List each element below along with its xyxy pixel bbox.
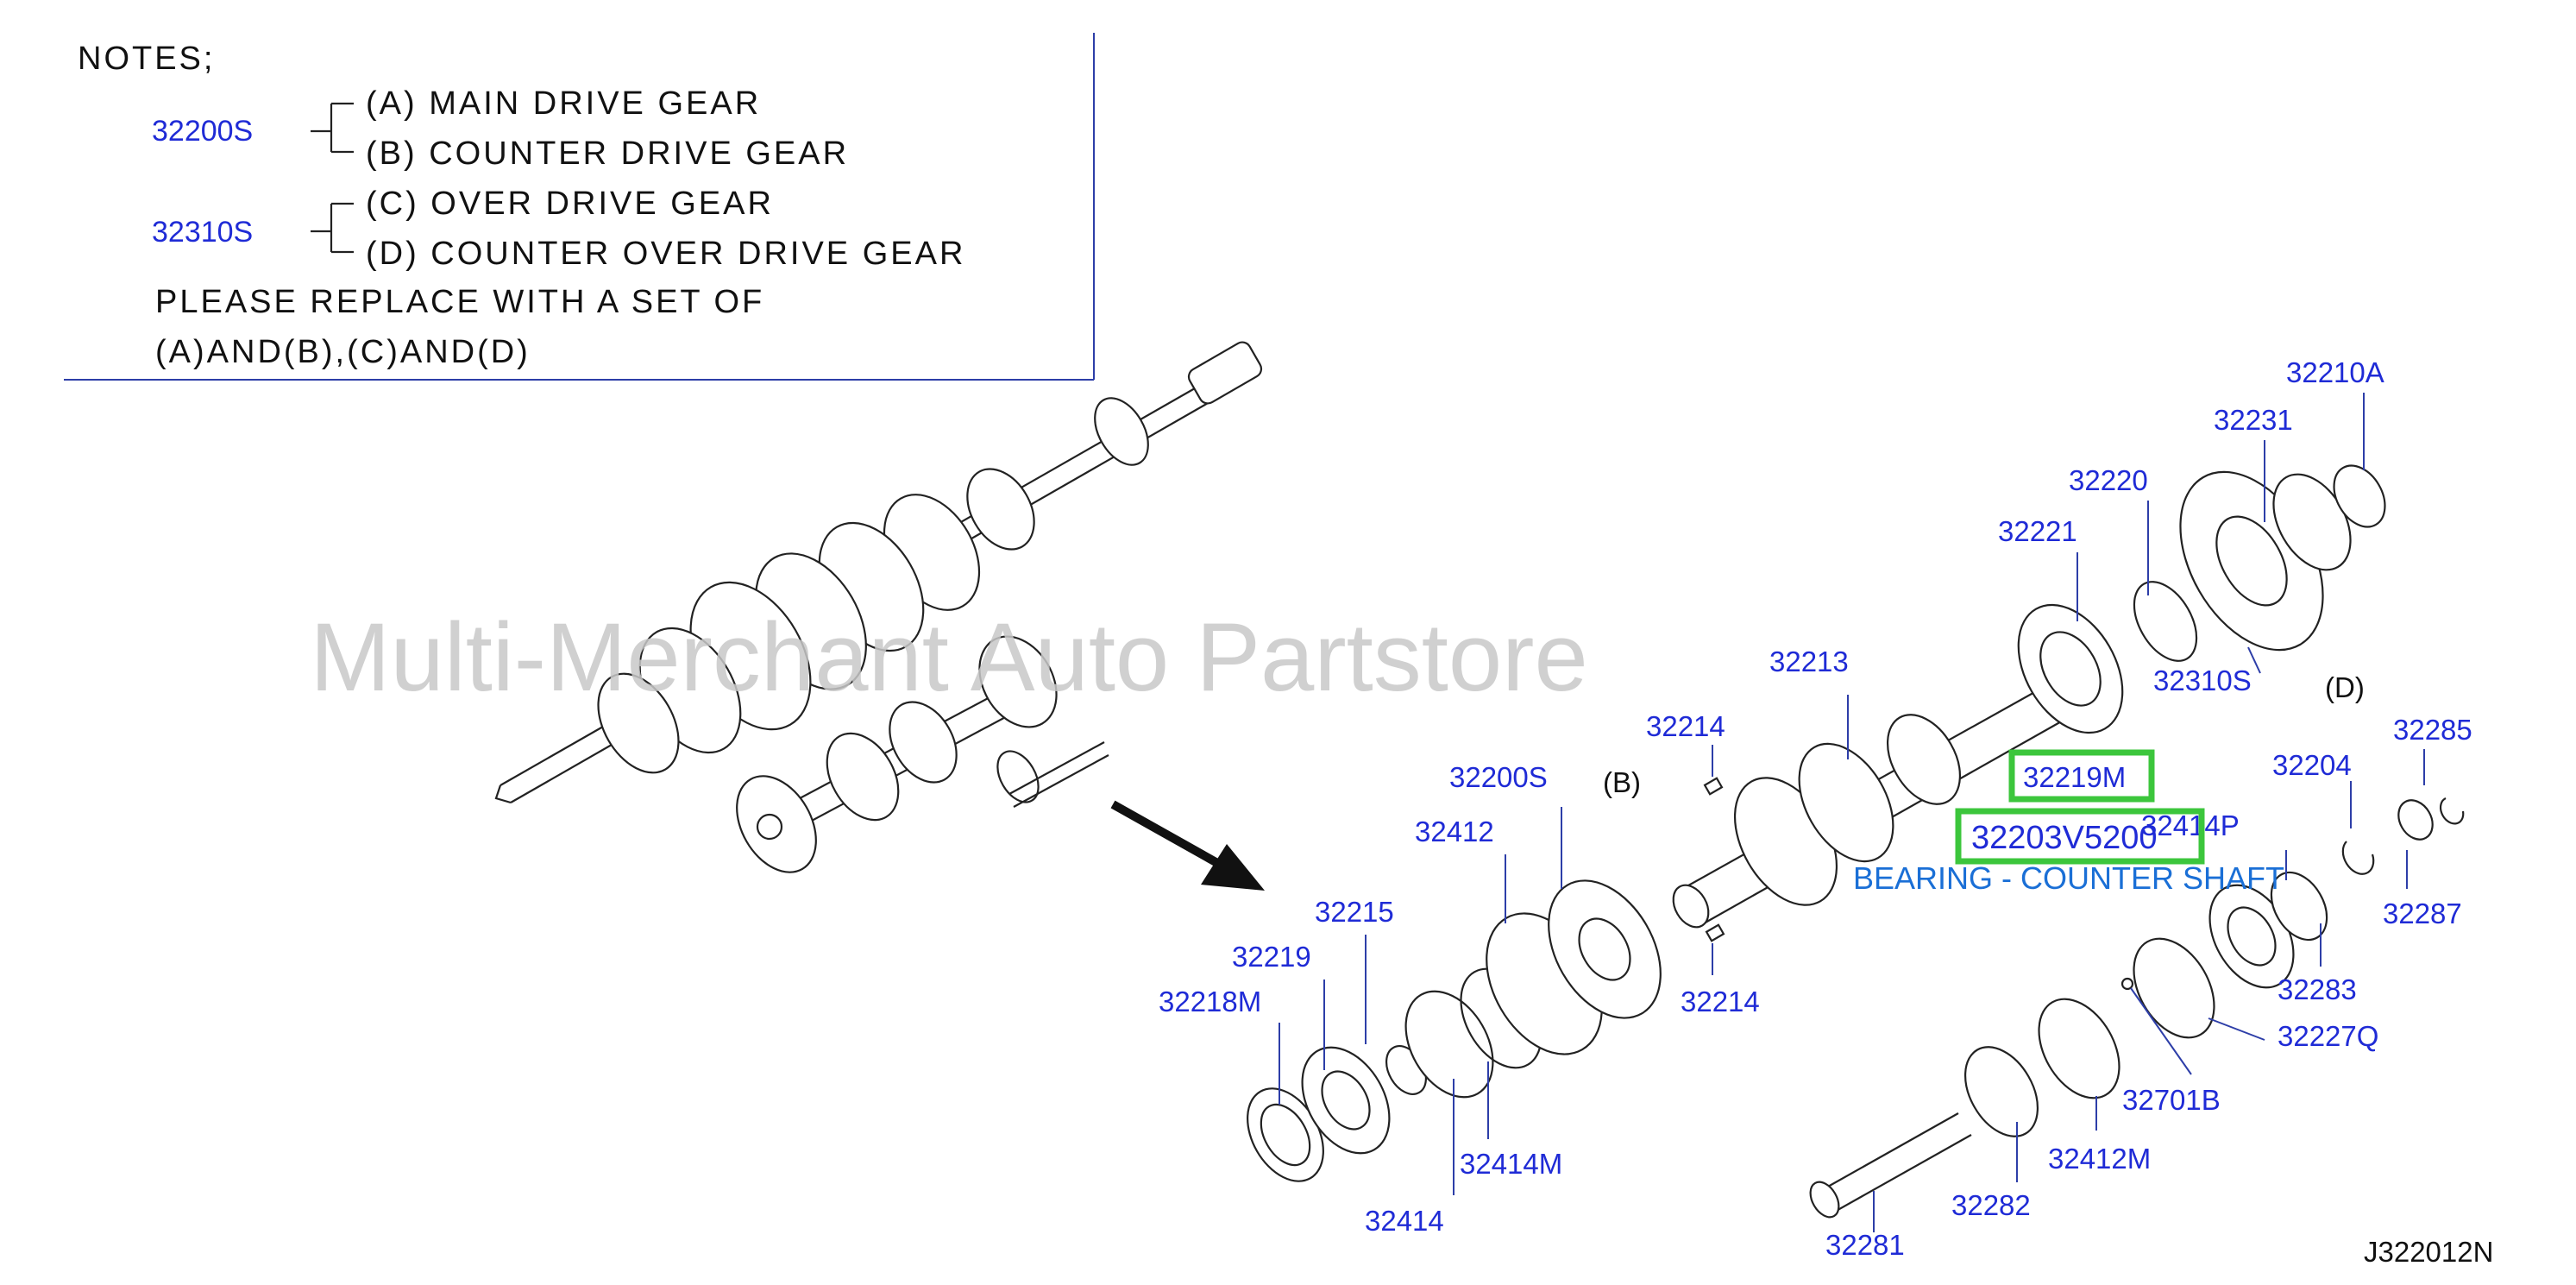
highlight-32203v5200[interactable]: 32203V5200: [1955, 808, 2205, 865]
callout-32412[interactable]: 32412: [1415, 816, 1494, 847]
highlight-32219m[interactable]: 32219M: [2008, 749, 2155, 803]
callout-32281[interactable]: 32281: [1825, 1229, 1905, 1261]
notes-part-32200s[interactable]: 32200S: [152, 115, 253, 148]
notes-item-a: (A) MAIN DRIVE GEAR: [366, 85, 761, 122]
diagram-code: J322012N: [2364, 1236, 2493, 1268]
watermark-text: Multi-Merchant Auto Partstore: [310, 603, 1587, 711]
callout-32220[interactable]: 32220: [2069, 464, 2148, 496]
callout-32203v5200[interactable]: 32203V5200: [1971, 820, 2158, 856]
highlight-box-32219m: [2008, 749, 2155, 803]
callout-32287[interactable]: 32287: [2383, 898, 2462, 929]
notes-item-d: (D) COUNTER OVER DRIVE GEAR: [366, 236, 965, 272]
notes-item-b: (B) COUNTER DRIVE GEAR: [366, 135, 849, 172]
notes-item-c: (C) OVER DRIVE GEAR: [366, 186, 774, 222]
callout-labels: 32210A 32231 32220 32221 32310S 32213 32…: [1159, 356, 2472, 1261]
notes-heading: NOTES;: [78, 41, 215, 77]
callout-32285[interactable]: 32285: [2393, 714, 2472, 746]
callout-32414m[interactable]: 32414M: [1460, 1148, 1562, 1180]
leader-lines: [1279, 393, 2425, 1232]
callout-32414[interactable]: 32414: [1365, 1205, 1444, 1237]
callout-32219[interactable]: 32219: [1232, 941, 1311, 973]
callout-32701b[interactable]: 32701B: [2122, 1084, 2221, 1116]
bearing-tooltip: BEARING - COUNTER SHAFT: [1853, 860, 2284, 896]
bracket-32310s: [311, 202, 354, 254]
callout-32213[interactable]: 32213: [1769, 646, 1849, 677]
marker-d: (D): [2325, 671, 2365, 703]
callout-32414p[interactable]: 32414P: [2141, 809, 2240, 841]
callout-32218m[interactable]: 32218M: [1159, 986, 1261, 1017]
callout-32204[interactable]: 32204: [2272, 749, 2352, 781]
exploded-parts-drawing: [1247, 464, 2465, 1219]
callout-32210a[interactable]: 32210A: [2286, 356, 2384, 388]
callout-32214-top[interactable]: 32214: [1646, 710, 1725, 742]
notes-box: NOTES; 32200S (A) MAIN DRIVE GEAR (B) CO…: [64, 33, 1095, 381]
callout-32200s[interactable]: 32200S: [1449, 761, 1548, 793]
callout-32219m[interactable]: 32219M: [2023, 761, 2126, 793]
marker-b: (B): [1603, 766, 1641, 798]
callout-32282[interactable]: 32282: [1951, 1189, 2031, 1221]
callout-32412m[interactable]: 32412M: [2048, 1143, 2151, 1175]
highlight-box-32203v5200: [1955, 808, 2205, 865]
bracket-32200s: [311, 102, 354, 154]
callout-32214-bottom[interactable]: 32214: [1681, 986, 1760, 1017]
notes-replace-line2: (A)AND(B),(C)AND(D): [155, 334, 531, 370]
callout-32283[interactable]: 32283: [2278, 973, 2357, 1005]
callout-32215[interactable]: 32215: [1315, 896, 1394, 928]
callout-32310s[interactable]: 32310S: [2153, 665, 2252, 696]
notes-replace-line1: PLEASE REPLACE WITH A SET OF: [155, 284, 764, 320]
callout-32231[interactable]: 32231: [2214, 404, 2293, 436]
direction-arrow: [1110, 800, 1265, 891]
notes-part-32310s[interactable]: 32310S: [152, 216, 253, 249]
overview-assembly-drawing: [494, 341, 1263, 873]
callout-32227q[interactable]: 32227Q: [2278, 1020, 2378, 1052]
callout-32221[interactable]: 32221: [1998, 515, 2077, 547]
